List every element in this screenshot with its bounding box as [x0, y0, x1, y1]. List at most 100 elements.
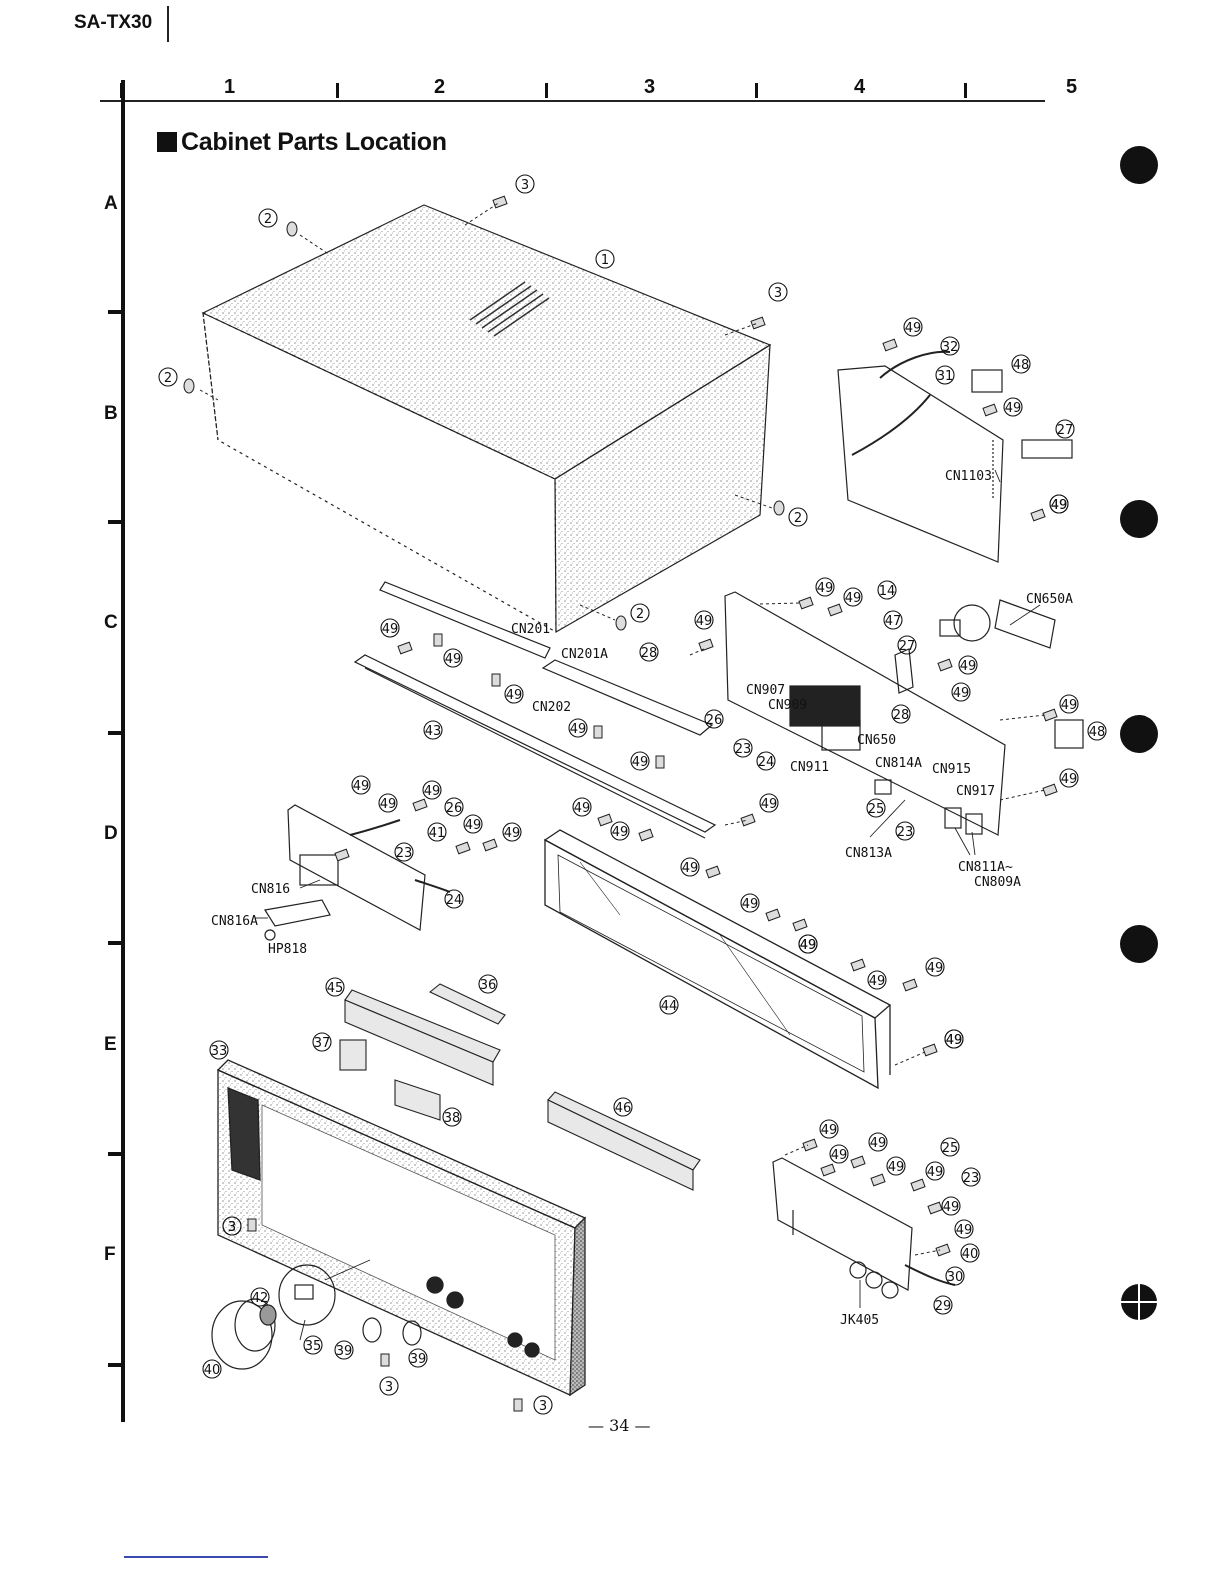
- svg-text:49: 49: [943, 1200, 960, 1215]
- svg-text:49: 49: [953, 686, 970, 701]
- svg-text:36: 36: [480, 978, 497, 993]
- callout-40: 40: [960, 1243, 980, 1263]
- connector-label: CN915: [932, 762, 971, 777]
- callout-49: 49: [680, 857, 700, 877]
- callout-35: 35: [303, 1335, 323, 1355]
- callout-27: 27: [897, 635, 917, 655]
- callout-49: 49: [380, 618, 400, 638]
- svg-text:32: 32: [942, 340, 959, 355]
- binder-hole-registration-mark: [1120, 1283, 1158, 1321]
- svg-text:3: 3: [385, 1380, 393, 1395]
- callout-49: 49: [951, 682, 971, 702]
- svg-text:2: 2: [264, 212, 272, 227]
- connector-label: HP818: [268, 942, 307, 957]
- svg-text:49: 49: [960, 659, 977, 674]
- callout-49: 49: [443, 648, 463, 668]
- callout-45: 45: [325, 977, 345, 997]
- svg-text:24: 24: [758, 755, 775, 770]
- leader-lines: [199, 201, 1046, 1256]
- svg-text:49: 49: [761, 797, 778, 812]
- row-label: F: [104, 1244, 116, 1265]
- callout-3: 3: [533, 1395, 553, 1415]
- callout-37: 37: [312, 1032, 332, 1052]
- svg-text:27: 27: [899, 639, 916, 654]
- svg-text:49: 49: [424, 784, 441, 799]
- callout-49: 49: [954, 1219, 974, 1239]
- svg-text:42: 42: [252, 1291, 269, 1306]
- svg-text:24: 24: [446, 893, 463, 908]
- svg-text:49: 49: [800, 938, 817, 953]
- svg-text:47: 47: [885, 614, 902, 629]
- callout-25: 25: [940, 1137, 960, 1157]
- callout-49: 49: [504, 684, 524, 704]
- svg-text:49: 49: [1005, 401, 1022, 416]
- col-tick: [545, 83, 548, 98]
- svg-text:28: 28: [641, 646, 658, 661]
- callout-39: 39: [408, 1348, 428, 1368]
- callout-49: 49: [502, 822, 522, 842]
- column-label: 4: [854, 76, 866, 98]
- svg-text:3: 3: [539, 1399, 547, 1414]
- callout-3: 3: [515, 174, 535, 194]
- svg-text:38: 38: [444, 1111, 461, 1126]
- callout-26: 26: [704, 709, 724, 729]
- callout-49: 49: [1059, 768, 1079, 788]
- svg-text:49: 49: [1051, 498, 1068, 513]
- callout-33: 33: [209, 1040, 229, 1060]
- row-tick: [108, 1152, 122, 1156]
- callout-49: 49: [568, 718, 588, 738]
- section-title-text: Cabinet Parts Location: [181, 128, 447, 156]
- connector-labels: CN1103 CN650A CN201 CN201A CN202 CN907 C…: [211, 469, 1073, 1328]
- svg-text:49: 49: [870, 1136, 887, 1151]
- callout-23: 23: [394, 842, 414, 862]
- headphone-pcb: [264, 804, 451, 941]
- svg-text:33: 33: [211, 1044, 228, 1059]
- svg-text:49: 49: [869, 974, 886, 989]
- callout-49: 49: [958, 655, 978, 675]
- svg-text:49: 49: [831, 1148, 848, 1163]
- page-number: — 34 —: [588, 1416, 651, 1435]
- callout-49: 49: [925, 957, 945, 977]
- svg-text:2: 2: [636, 607, 644, 622]
- callout-28: 28: [639, 642, 659, 662]
- svg-text:49: 49: [1061, 698, 1078, 713]
- callout-49: 49: [610, 821, 630, 841]
- callout-49: 49: [1059, 694, 1079, 714]
- svg-text:49: 49: [1051, 498, 1068, 513]
- row-tick: [108, 941, 122, 945]
- column-label: 5: [1066, 76, 1078, 98]
- solid-leader-lines: [255, 469, 1041, 1341]
- front-panel: [216, 1059, 587, 1397]
- callout-23: 23: [961, 1167, 981, 1187]
- svg-text:43: 43: [425, 724, 442, 739]
- svg-text:3: 3: [521, 178, 529, 193]
- callout-38: 38: [442, 1107, 462, 1127]
- connector-label: JK405: [840, 1313, 879, 1328]
- column-label: 2: [434, 76, 446, 98]
- connector-label: CN809A: [974, 875, 1021, 890]
- svg-text:26: 26: [706, 713, 723, 728]
- callout-48: 48: [1011, 354, 1031, 374]
- svg-text:49: 49: [817, 581, 834, 596]
- callout-49: 49: [798, 934, 818, 954]
- callout-49: 49: [819, 1119, 839, 1139]
- callout-31: 31: [935, 365, 955, 385]
- svg-text:35: 35: [305, 1339, 322, 1354]
- svg-text:39: 39: [410, 1352, 427, 1367]
- column-label: 1: [224, 76, 236, 98]
- svg-text:49: 49: [800, 938, 817, 953]
- callout-41: 41: [427, 822, 447, 842]
- callout-43: 43: [423, 720, 443, 740]
- connector-label: CN202: [532, 700, 571, 715]
- svg-text:49: 49: [465, 818, 482, 833]
- svg-text:49: 49: [927, 1165, 944, 1180]
- connector-label: CN650A: [1026, 592, 1073, 607]
- display-window: [543, 829, 892, 1090]
- callout-40: 40: [202, 1359, 222, 1379]
- callout-3: 3: [379, 1376, 399, 1396]
- connector-label: CN816A: [211, 914, 258, 929]
- col-tick: [755, 83, 758, 98]
- svg-text:49: 49: [742, 897, 759, 912]
- callout-46: 46: [613, 1097, 633, 1117]
